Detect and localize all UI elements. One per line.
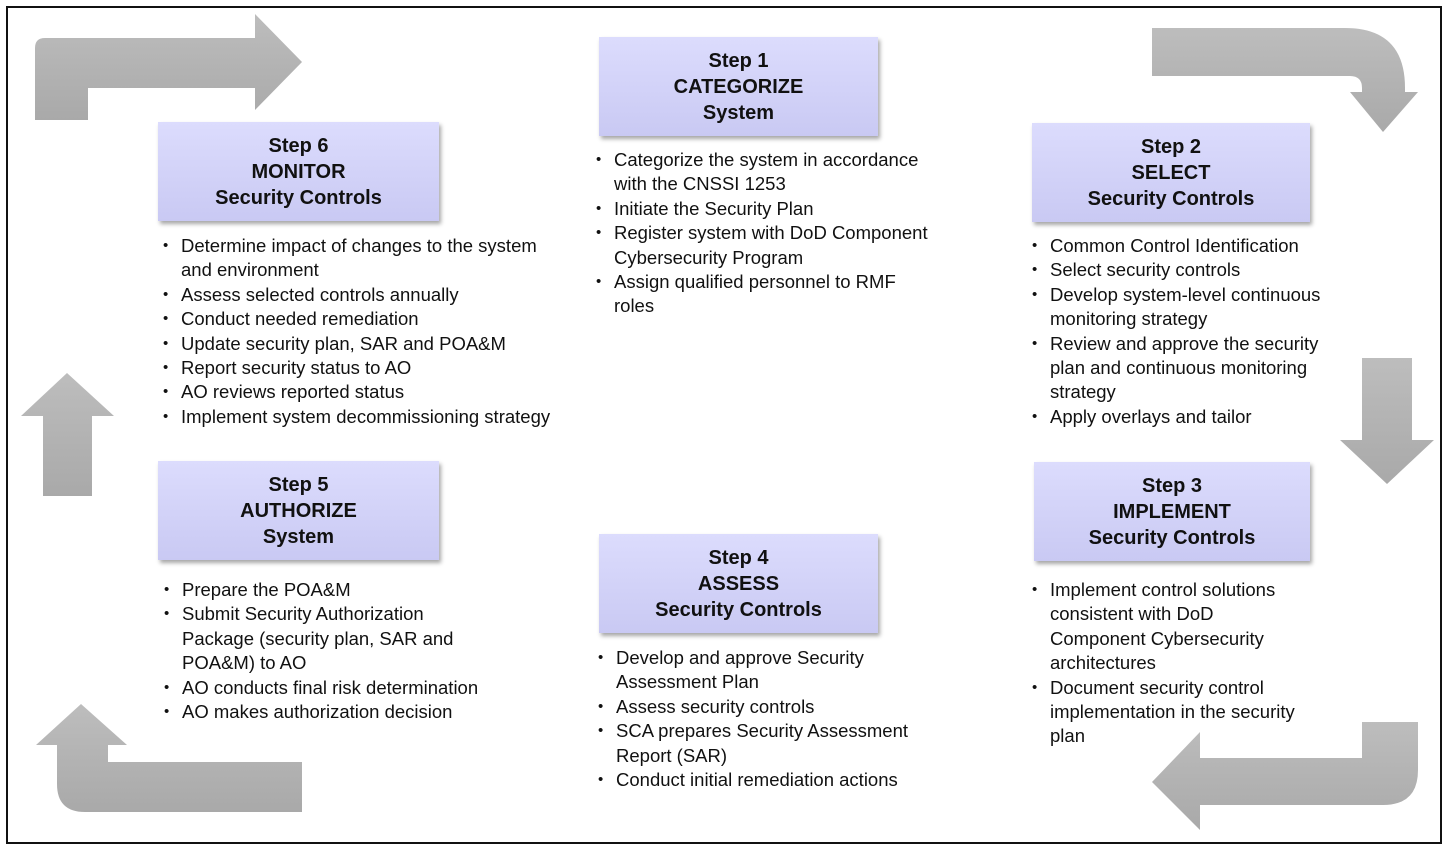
list-item: Develop system-level continuous monitori… [1032, 283, 1357, 332]
step2-box: Step 2 SELECT Security Controls [1032, 123, 1310, 222]
step4-object: Security Controls [655, 598, 822, 621]
step6-object: Security Controls [215, 186, 382, 209]
step5-box: Step 5 AUTHORIZE System [158, 461, 439, 560]
step1-box: Step 1 CATEGORIZE System [599, 37, 878, 136]
list-item: Common Control Identification [1032, 234, 1357, 259]
list-item: Apply overlays and tailor [1032, 405, 1357, 430]
step3-action: IMPLEMENT [1113, 500, 1231, 523]
list-item: Review and approve the security plan and… [1032, 332, 1357, 405]
step5-bullets: Prepare the POA&M Submit Security Author… [164, 578, 489, 725]
list-item: Initiate the Security Plan [596, 197, 936, 222]
list-item: Assign qualified personnel to RMF roles [596, 270, 936, 319]
list-item: Assess selected controls annually [163, 283, 558, 308]
list-item: Implement control solutions consistent w… [1032, 578, 1312, 676]
list-item: Conduct needed remediation [163, 307, 558, 332]
list-item: Update security plan, SAR and POA&M [163, 332, 558, 357]
step3-box: Step 3 IMPLEMENT Security Controls [1034, 462, 1310, 561]
step1-bullets: Categorize the system in accordance with… [596, 148, 936, 319]
list-item: AO conducts final risk determination [164, 676, 489, 701]
step1-object: System [702, 101, 775, 124]
step6-bullets: Determine impact of changes to the syste… [163, 234, 558, 430]
step3-object: Security Controls [1088, 526, 1256, 549]
arrow-bottom-right-icon [1152, 722, 1418, 830]
step6-action: MONITOR [251, 160, 346, 183]
step6-box: Step 6 MONITOR Security Controls [158, 122, 439, 221]
list-item: AO makes authorization decision [164, 700, 489, 725]
step6-number: Step 6 [268, 134, 329, 157]
arrow-right-down-icon [1340, 358, 1434, 484]
step2-number: Step 2 [1140, 135, 1202, 158]
step3-bullets: Implement control solutions consistent w… [1032, 578, 1312, 749]
step5-object: System [262, 525, 335, 548]
list-item: Document security control implementation… [1032, 676, 1312, 749]
list-item: Prepare the POA&M [164, 578, 489, 603]
list-item: Register system with DoD Component Cyber… [596, 221, 936, 270]
list-item: AO reviews reported status [163, 380, 558, 405]
diagram-frame [6, 6, 1442, 844]
list-item: Submit Security Authorization Package (s… [164, 602, 489, 675]
step3-number: Step 3 [1141, 474, 1203, 497]
arrow-bottom-left-icon [36, 704, 302, 812]
step2-bullets: Common Control Identification Select sec… [1032, 234, 1357, 430]
arrow-left-up-icon [21, 373, 114, 496]
step2-object: Security Controls [1087, 187, 1255, 210]
step4-action: ASSESS [697, 572, 780, 595]
step1-number: Step 1 [708, 49, 769, 72]
step5-action: AUTHORIZE [240, 499, 357, 522]
list-item: Implement system decommissioning strateg… [163, 405, 558, 430]
list-item: Develop and approve Security Assessment … [598, 646, 943, 695]
list-item: Report security status to AO [163, 356, 558, 381]
list-item: Conduct initial remediation actions [598, 768, 943, 793]
arrow-top-left-icon [35, 14, 302, 120]
list-item: Select security controls [1032, 258, 1357, 283]
step4-number: Step 4 [708, 546, 769, 569]
step4-bullets: Develop and approve Security Assessment … [598, 646, 943, 793]
step4-box: Step 4 ASSESS Security Controls [599, 534, 878, 633]
list-item: Determine impact of changes to the syste… [163, 234, 558, 283]
step1-action: CATEGORIZE [673, 75, 804, 98]
list-item: Categorize the system in accordance with… [596, 148, 936, 197]
list-item: SCA prepares Security Assessment Report … [598, 719, 943, 768]
step5-number: Step 5 [268, 473, 329, 496]
step2-action: SELECT [1131, 161, 1211, 184]
list-item: Assess security controls [598, 695, 943, 720]
arrow-top-right-icon [1152, 28, 1418, 132]
